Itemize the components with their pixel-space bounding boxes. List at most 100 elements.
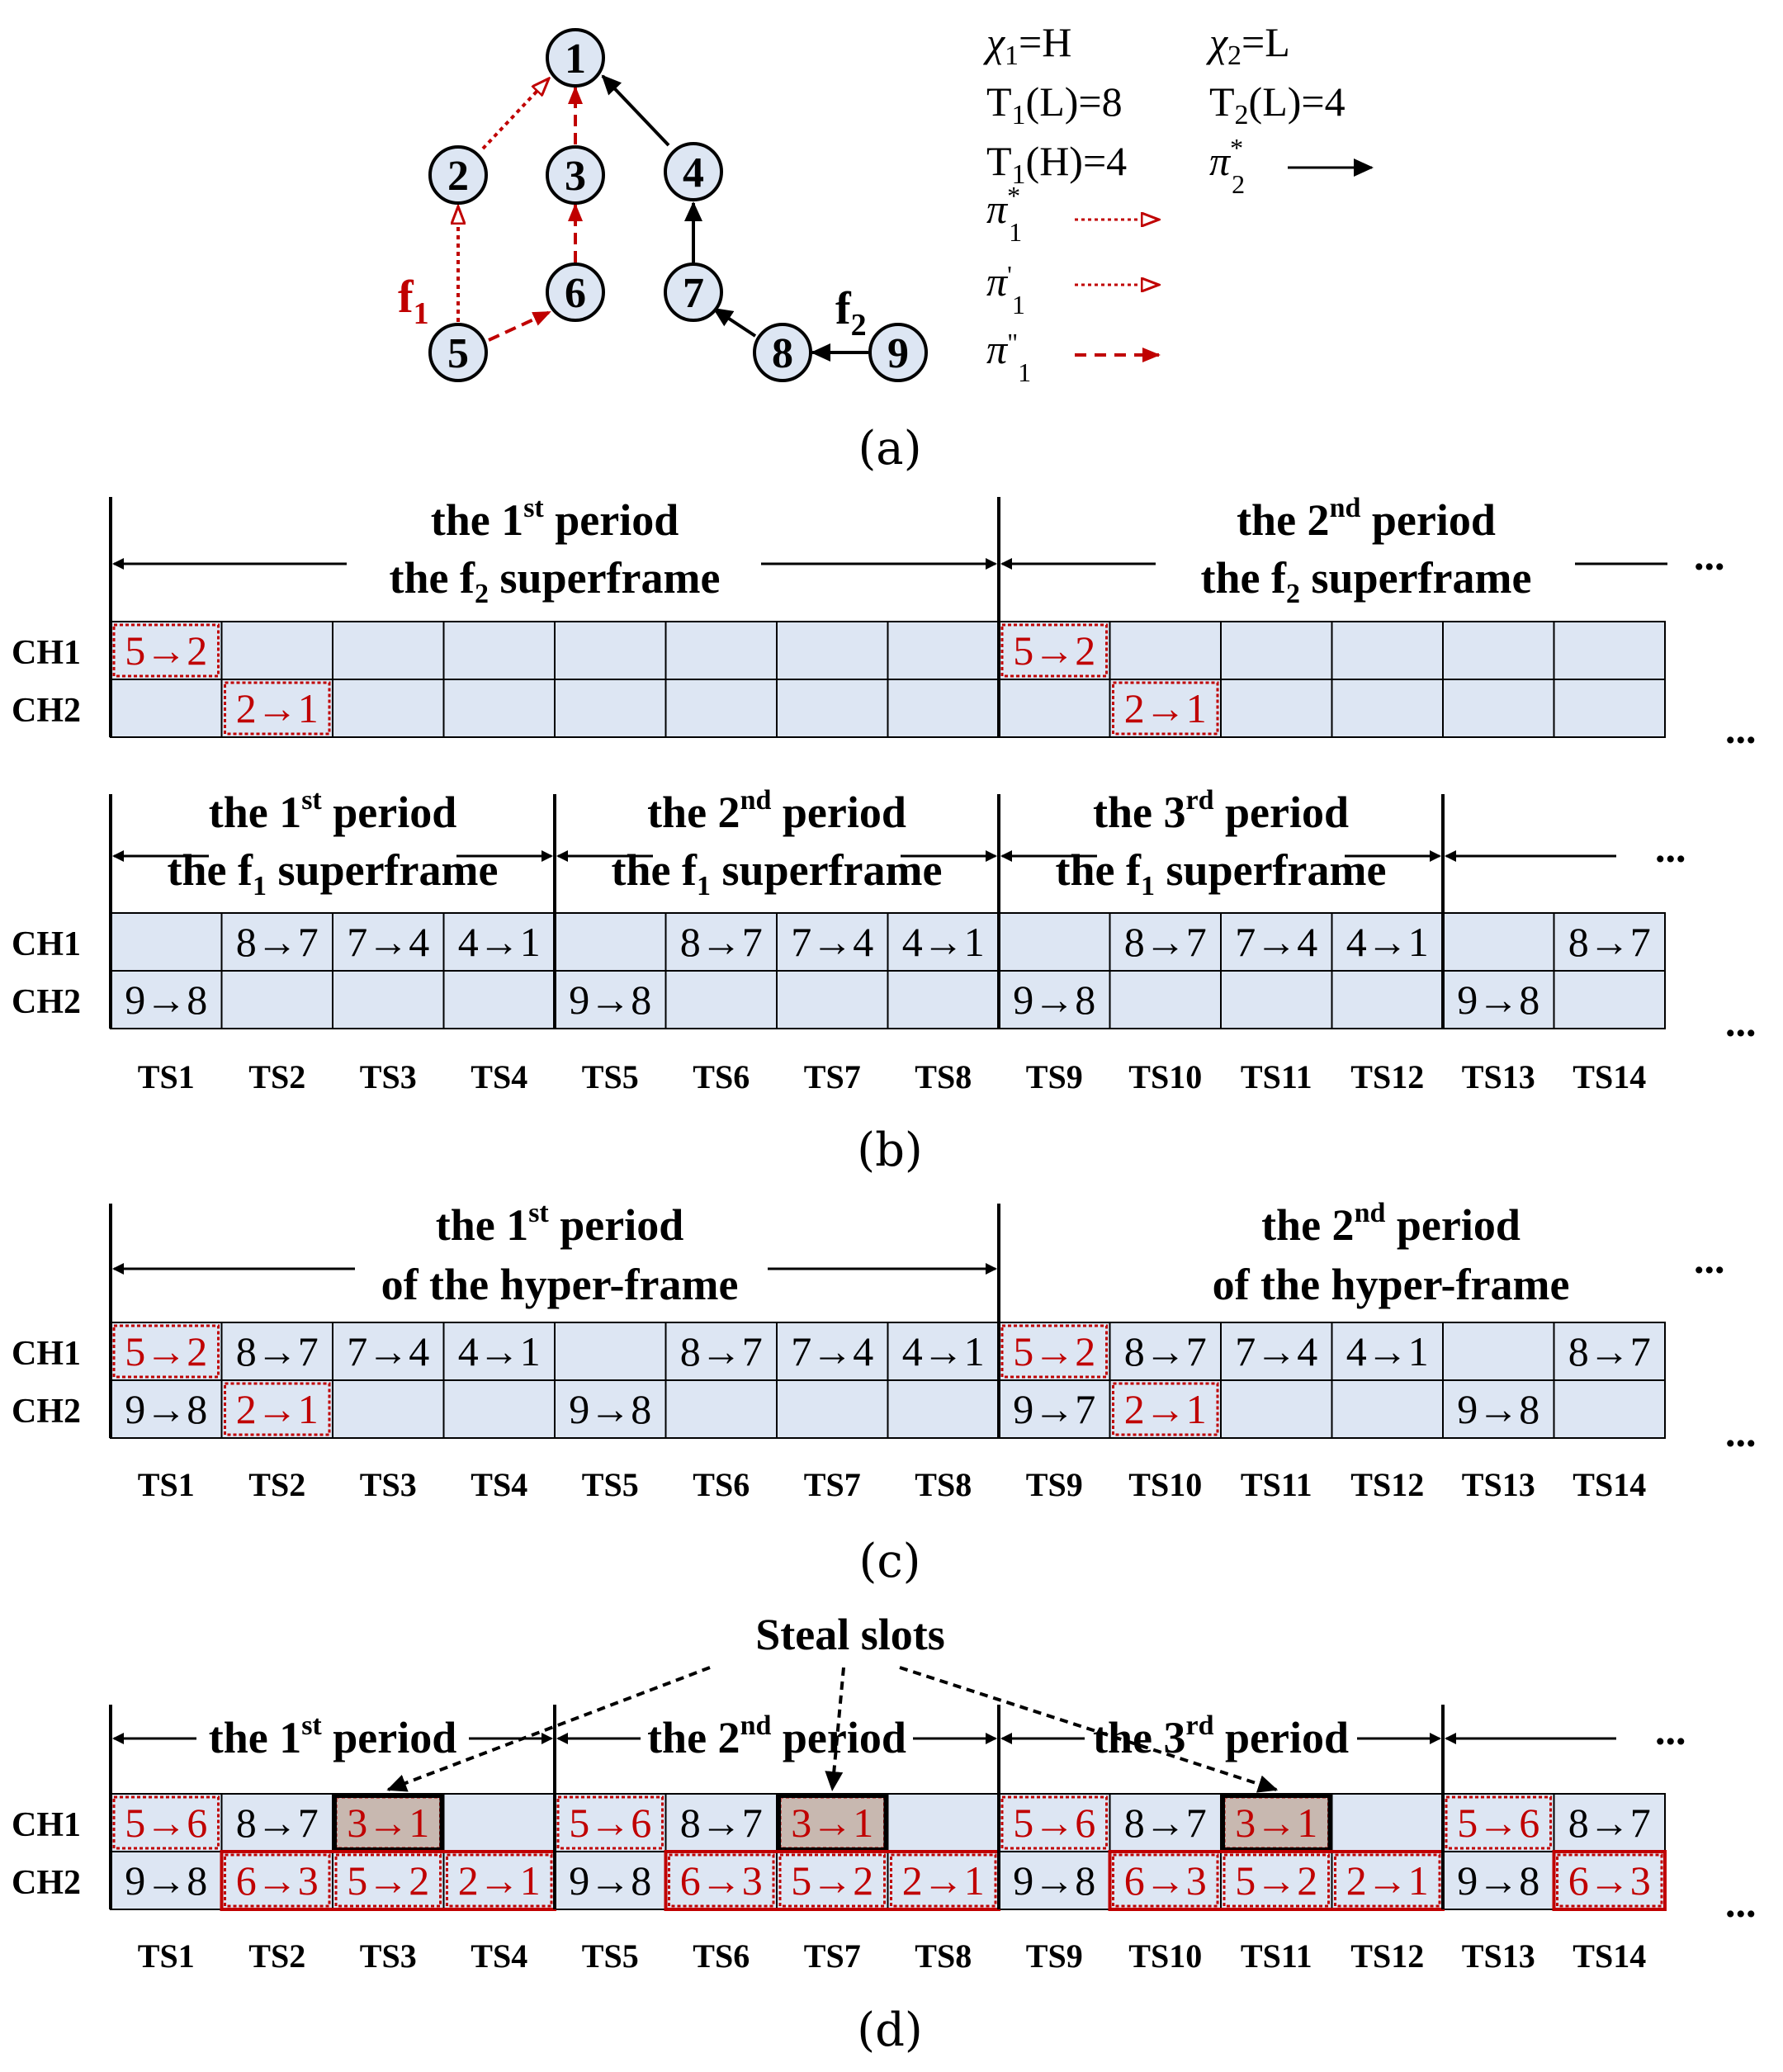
cell-text: 2→1: [1124, 685, 1207, 731]
cell-text: 4→1: [902, 1328, 985, 1374]
timeslot-label: TS14: [1573, 1937, 1646, 1975]
cell-text: 5→6: [1457, 1800, 1539, 1846]
cell-box: [554, 621, 667, 680]
cell-text: 8→7: [1124, 919, 1207, 965]
channel-label-ch1: CH1: [12, 634, 81, 672]
cell-box: [442, 970, 556, 1029]
cell-red-frame: [112, 1324, 220, 1379]
steal-ch2-cell: 6→3: [1553, 1851, 1666, 1910]
legend-t2l: T2(L)=4: [1209, 78, 1346, 130]
cell-red-frame: [1112, 1382, 1219, 1436]
timeslot-label: TS12: [1350, 1058, 1424, 1095]
cell-box: [1220, 679, 1333, 738]
caption-b: (b): [857, 1124, 923, 1177]
steal-ch1-cell: 8→7: [664, 1793, 778, 1852]
timeslot-label: TS5: [582, 1058, 639, 1095]
cell-box: [998, 970, 1111, 1029]
f1-ch1-cell: 7→4: [776, 912, 889, 972]
legend-t1l: T1(L)=8: [986, 78, 1123, 130]
hyper-ch1-cell: 8→7: [1553, 1322, 1666, 1381]
timeslot-label: TS14: [1573, 1466, 1646, 1503]
cell-text: 8→7: [1124, 1800, 1207, 1846]
cell-text: 9→8: [125, 1857, 207, 1904]
cell-red-frame: [1000, 1795, 1108, 1850]
node-9: 9: [868, 323, 928, 382]
cell-text: 3→1: [347, 1800, 429, 1846]
cell-text: 4→1: [1346, 919, 1429, 965]
cell-text: 3→1: [791, 1800, 873, 1846]
f2-ch1-cell: [1331, 621, 1444, 680]
f1-ch2-cell: [1109, 970, 1222, 1029]
steal-ch2-cell: 9→8: [554, 1851, 667, 1910]
timeslot-label: TS2: [248, 1466, 305, 1503]
f1-ch1-cell: [110, 912, 223, 972]
f2-ch2-cell: [1442, 679, 1555, 738]
legend-pi2-star: π*2: [1209, 133, 1245, 199]
cell-box: [998, 1793, 1111, 1852]
timeslot-label: TS11: [1241, 1937, 1312, 1975]
node-label: 7: [683, 270, 704, 317]
cell-box: [220, 621, 333, 680]
node-7: 7: [664, 263, 723, 322]
cell-text: 5→2: [791, 1857, 873, 1904]
node-label: 9: [887, 330, 909, 377]
caption-d: (d): [857, 2003, 923, 2057]
cell-text: 9→8: [1013, 1857, 1095, 1904]
f2-ch1-cell: [887, 621, 1000, 680]
steal-frame: [333, 1795, 443, 1851]
cell-red-frame: [1112, 1853, 1219, 1908]
cell-text: 6→3: [680, 1857, 763, 1904]
steal-ch1-cell: 5→6: [554, 1793, 667, 1852]
cell-text: 5→6: [125, 1800, 207, 1846]
cell-red-frame: [668, 1853, 775, 1908]
cell-box: [442, 1793, 556, 1852]
cell-box: [776, 621, 889, 680]
steal-ch1-cell: 3→1: [776, 1793, 889, 1852]
f1-ch1-cell: 7→4: [1220, 912, 1333, 972]
cell-box: [1442, 1322, 1555, 1381]
node-label: 3: [565, 153, 586, 200]
hyper-ch2-cell: 9→8: [110, 1379, 223, 1439]
cell-red-frame: [556, 1795, 664, 1850]
cell-box: [1220, 1322, 1333, 1381]
hyper-ch2-cell: [664, 1379, 778, 1439]
cell-box: [220, 970, 333, 1029]
f2-ch1-cell: [442, 621, 556, 680]
cell-box: [554, 970, 667, 1029]
cell-box: [887, 1379, 1000, 1439]
steal-ch1-cell: 5→6: [1442, 1793, 1555, 1852]
steal-ch2-cell: 2→1: [442, 1851, 556, 1910]
steal-ch2-cell: 6→3: [664, 1851, 778, 1910]
hyper-ch1-cell: [1442, 1322, 1555, 1381]
node-circle: [868, 323, 928, 382]
node-6: 6: [546, 263, 605, 322]
ellipsis: ...: [1725, 999, 1757, 1045]
timeslot-label: TS2: [248, 1937, 305, 1975]
timeslot-label: TS12: [1350, 1937, 1424, 1975]
node-label: 4: [683, 149, 704, 196]
cell-text: 5→2: [1235, 1857, 1317, 1904]
cell-box: [776, 1793, 889, 1852]
cell-box: [664, 1379, 778, 1439]
cell-text: 9→8: [1013, 977, 1095, 1023]
node-circle: [428, 323, 488, 382]
steal-ch1-cell: [1331, 1793, 1444, 1852]
node-circle: [546, 145, 605, 205]
cell-text: 8→7: [236, 1328, 319, 1374]
node-2: 2: [428, 145, 488, 205]
hyper-ch2-cell: 9→7: [998, 1379, 1111, 1439]
f2-ch2-cell: [554, 679, 667, 738]
f2-ch2-cell: [664, 679, 778, 738]
cell-box: [776, 970, 889, 1029]
f1-ch1-cell: [1442, 912, 1555, 972]
steal-slots-label: Steal slots: [755, 1610, 945, 1659]
hyper-ch1-cell: [554, 1322, 667, 1381]
cell-text: 7→4: [1235, 919, 1317, 965]
steal-ch2-cell: 5→2: [776, 1851, 889, 1910]
node-label: 2: [447, 153, 469, 200]
node-5: 5: [428, 323, 488, 382]
node-1: 1: [546, 28, 605, 88]
